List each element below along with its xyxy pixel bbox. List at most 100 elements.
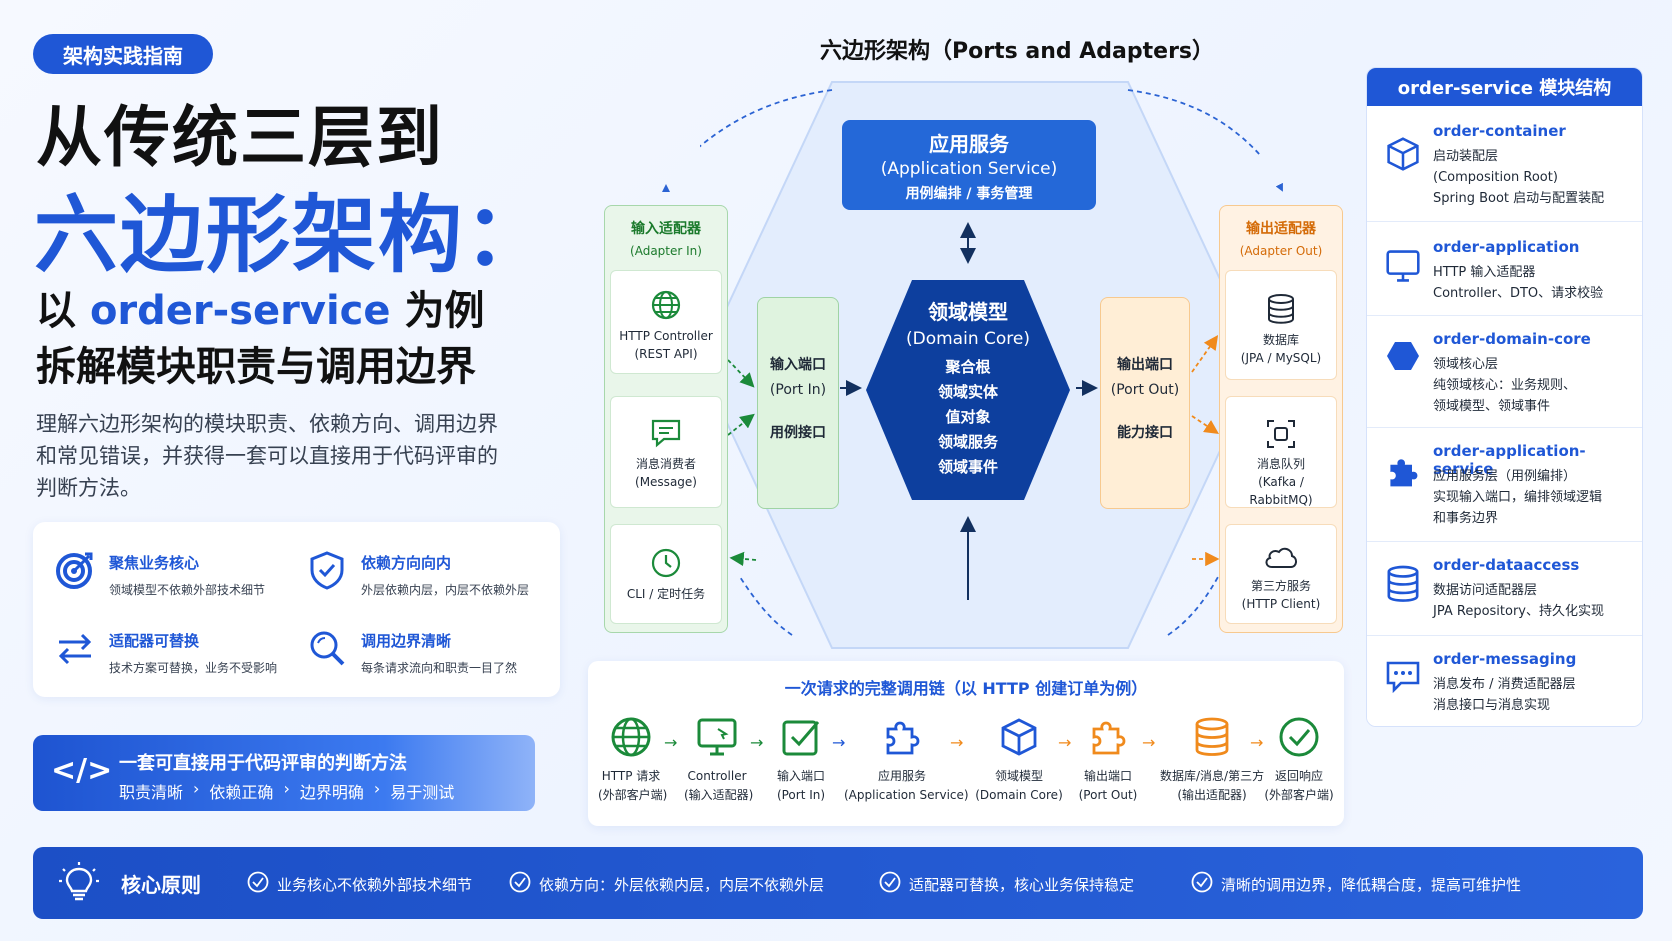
title-line-2: 六边形架构： <box>34 186 551 284</box>
chain-step: 输入端口 (Port In) <box>770 715 832 805</box>
port-in-en: (Port In) <box>769 382 827 398</box>
chain-step-label: 应用服务 <box>877 769 926 783</box>
module-desc: 应用服务层（用例编排）实现输入端口，编排领域逻辑和事务边界 <box>1433 469 1603 526</box>
swap-arrows-icon <box>53 626 97 670</box>
review-step: 依赖正确 <box>209 783 274 802</box>
adapter-in-en: (Adapter In) <box>630 244 702 258</box>
chain-step-sub: (输出适配器) <box>1177 788 1247 802</box>
check-square-icon <box>770 715 832 759</box>
adapter-out-label: 数据库 <box>1262 333 1299 347</box>
database-icon <box>1383 564 1423 604</box>
chain-step-label: HTTP 请求 <box>601 769 661 783</box>
chain-step-label: 输入端口 <box>776 769 825 783</box>
principle-item: 业务核心不依赖外部技术细节 <box>247 871 472 897</box>
monitor-icon <box>1383 246 1423 286</box>
check-circle-icon <box>1191 871 1213 897</box>
review-banner: </> 一套可直接用于代码评审的判断方法 职责清晰› 依赖正确› 边界明确› 易… <box>33 735 535 811</box>
check-circle-icon <box>247 871 269 897</box>
chat-icon <box>1383 656 1423 696</box>
arrow-right-icon: → <box>1142 733 1156 752</box>
principle-item: 适配器可替换，核心业务保持稳定 <box>879 871 1134 897</box>
monitor-icon <box>684 715 750 759</box>
chain-step-sub: (Port In) <box>776 788 826 802</box>
puzzle-icon <box>844 715 960 759</box>
feature-desc: 每条请求流向和职责一目了然 <box>361 661 518 675</box>
feature-title: 依赖方向向内 <box>361 554 452 572</box>
chain-step-sub: (外部客户端) <box>1264 788 1334 802</box>
feature-item: 调用边界清晰每条请求流向和职责一目了然 <box>305 626 517 676</box>
port-out-box: 输出端口 (Port Out) 能力接口 <box>1100 297 1190 509</box>
clock-icon <box>611 547 721 579</box>
core-item: 聚合根 <box>945 358 991 376</box>
feature-desc: 技术方案可替换，业务不受影响 <box>109 661 278 675</box>
port-in-box: 输入端口 (Port In) 用例接口 <box>757 297 839 509</box>
category-badge: 架构实践指南 <box>33 34 213 74</box>
cube-icon <box>1383 134 1423 174</box>
chain-step: 应用服务 (Application Service) <box>844 715 969 805</box>
arrow-right-icon: → <box>950 733 964 752</box>
review-title: 一套可直接用于代码评审的判断方法 <box>119 753 407 774</box>
chevron-right-icon: › <box>283 779 290 798</box>
check-circle-icon <box>879 871 901 897</box>
module-item: order-domain-core 领域核心层纯领域核心：业务规则、领域模型、领… <box>1367 316 1642 428</box>
adapter-out-item: 第三方服务 (HTTP Client) <box>1225 524 1337 624</box>
chevron-right-icon: › <box>373 779 381 798</box>
check-circle-icon <box>1264 715 1334 759</box>
magnifier-icon <box>305 626 349 670</box>
chain-step-sub: (Domain Core) <box>975 788 1063 802</box>
module-name: order-dataaccess <box>1433 556 1580 574</box>
feature-item: 适配器可替换技术方案可替换，业务不受影响 <box>53 626 277 676</box>
adapter-in-sub: (Message) <box>635 475 697 489</box>
module-desc: 消息发布 / 消费适配器层消息接口与消息实现 <box>1433 677 1576 713</box>
core-item: 值对象 <box>945 408 991 426</box>
port-out-title: 输出端口 <box>1117 357 1173 373</box>
adapter-in-item: 消息消费者 (Message) <box>610 396 722 508</box>
chain-step-label: Controller <box>687 769 747 783</box>
app-service-title: 应用服务 <box>929 132 1009 156</box>
arrow-right-icon: → <box>1058 733 1072 752</box>
code-icon: </> <box>51 753 113 788</box>
module-name: order-application <box>1433 238 1580 256</box>
module-desc: 启动装配层(Composition Root)Spring Boot 启动与配置… <box>1433 149 1605 206</box>
module-name: order-messaging <box>1433 650 1577 668</box>
title-highlight: order-service <box>89 288 391 334</box>
adapter-in-title: 输入适配器 <box>631 221 701 237</box>
arrow-right-icon: → <box>832 733 846 752</box>
app-service-en: (Application Service) <box>880 159 1058 179</box>
adapter-out-sub: (JPA / MySQL) <box>1240 351 1322 365</box>
core-item: 领域实体 <box>937 383 998 401</box>
chain-step-sub: (Application Service) <box>844 788 969 802</box>
arrow-right-icon: → <box>750 733 764 752</box>
core-title: 领域模型 <box>928 300 1008 324</box>
puzzle-icon <box>1383 452 1423 492</box>
adapter-in-item: CLI / 定时任务 <box>610 524 722 624</box>
chain-step: HTTP 请求(外部客户端) <box>598 715 667 805</box>
lightbulb-icon <box>57 861 101 909</box>
module-name: order-application-service <box>1433 442 1586 478</box>
hexagon-icon <box>1383 336 1423 376</box>
domain-core-hexagon <box>866 280 1070 500</box>
call-chain-panel: 一次请求的完整调用链（以 HTTP 创建订单为例） HTTP 请求(外部客户端)… <box>588 661 1344 826</box>
chain-step: 领域模型(Domain Core) <box>974 715 1064 805</box>
port-in-sub: 用例接口 <box>770 425 826 441</box>
title-line-3: 以 order-service 为例 <box>36 278 484 336</box>
arrow-right-icon: → <box>1250 733 1264 752</box>
module-desc: 领域核心层纯领域核心：业务规则、领域模型、领域事件 <box>1433 357 1577 414</box>
chain-step-label: 数据库/消息/第三方 <box>1160 769 1265 783</box>
adapter-out-item: 消息队列 (Kafka / RabbitMQ) <box>1225 396 1337 508</box>
core-principles-bar: 核心原则 业务核心不依赖外部技术细节 依赖方向：外层依赖内层，内层不依赖外层 适… <box>33 847 1643 919</box>
target-icon <box>53 548 97 592</box>
feature-title: 适配器可替换 <box>109 632 200 650</box>
globe-icon <box>598 715 664 759</box>
adapter-out-sub: (HTTP Client) <box>1241 597 1321 611</box>
module-name: order-domain-core <box>1433 330 1591 348</box>
application-service-box: 应用服务 (Application Service) 用例编排 / 事务管理 <box>842 120 1096 210</box>
title-line-4: 拆解模块职责与调用边界 <box>36 344 476 390</box>
call-chain-title: 一次请求的完整调用链（以 HTTP 创建订单为例） <box>784 679 1148 698</box>
chain-step-sub: (输入适配器) <box>684 788 754 802</box>
title-line-1: 从传统三层到 <box>36 99 444 176</box>
